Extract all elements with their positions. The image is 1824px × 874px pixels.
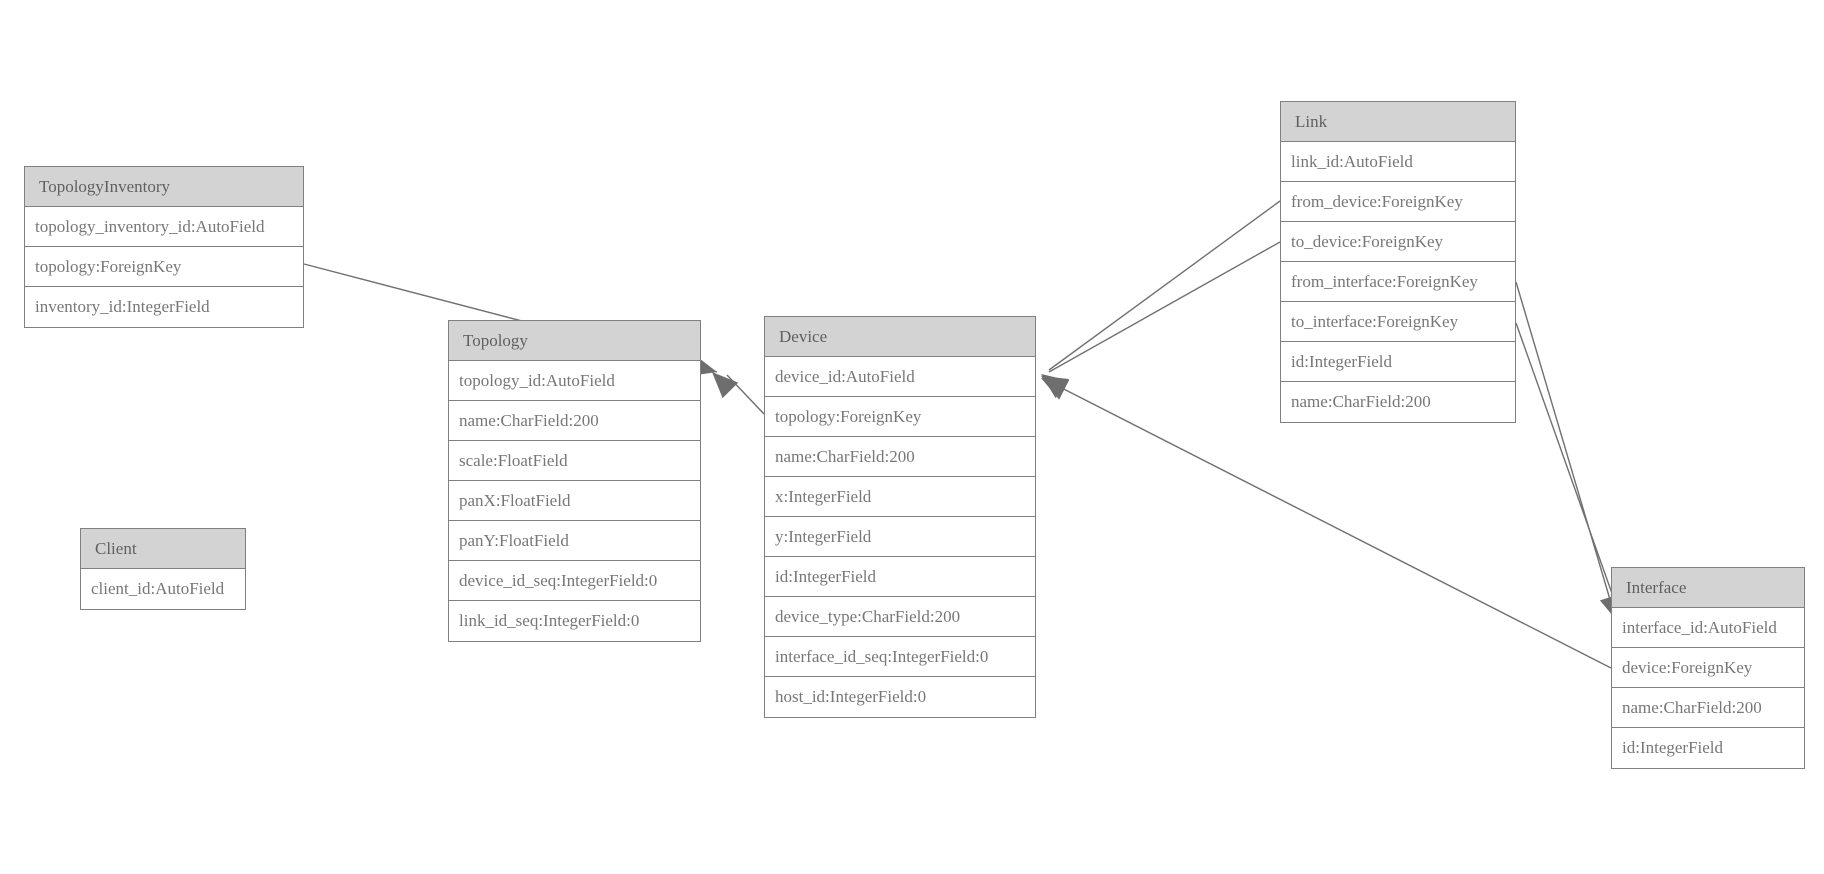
field-row[interactable]: host_id:IntegerField:0: [775, 687, 927, 706]
field-row[interactable]: panX:FloatField: [449, 481, 700, 521]
entity-client[interactable]: Client client_id:AutoField: [80, 528, 246, 610]
entity-title-client: Client: [81, 529, 245, 569]
relation-arrowhead: [1041, 378, 1070, 400]
entity-title-device: Device: [765, 317, 1035, 357]
relation-line: [726, 374, 765, 415]
field-row[interactable]: device_id_seq:IntegerField:0: [449, 561, 700, 601]
relation-link-from_device: [1041, 200, 1281, 399]
field-row[interactable]: device_id:AutoField: [765, 357, 1035, 397]
entity-title-topologyinventory: TopologyInventory: [25, 167, 303, 207]
field-row[interactable]: id:IntegerField: [765, 557, 1035, 597]
field-row[interactable]: topology_id:AutoField: [449, 361, 700, 401]
relation-arrowhead: [1041, 376, 1070, 399]
field-row[interactable]: panY:FloatField: [449, 521, 700, 561]
relation-arrowhead: [1041, 374, 1069, 399]
field-row[interactable]: x:IntegerField: [765, 477, 1035, 517]
field-row[interactable]: device:ForeignKey: [1612, 648, 1804, 688]
field-row[interactable]: interface_id_seq:IntegerField:0: [765, 637, 1035, 677]
relation-link-to_device: [1041, 241, 1281, 399]
field-row[interactable]: from_interface:ForeignKey: [1281, 262, 1515, 302]
field-row[interactable]: name:CharField:200: [1291, 392, 1431, 411]
field-row[interactable]: topology:ForeignKey: [765, 397, 1035, 437]
field-row[interactable]: name:CharField:200: [765, 437, 1035, 477]
field-row[interactable]: y:IntegerField: [765, 517, 1035, 557]
field-row[interactable]: name:CharField:200: [449, 401, 700, 441]
field-row[interactable]: link_id:AutoField: [1281, 142, 1515, 182]
field-row[interactable]: inventory_id:IntegerField: [35, 297, 210, 316]
field-row[interactable]: device_type:CharField:200: [765, 597, 1035, 637]
field-row[interactable]: from_device:ForeignKey: [1281, 182, 1515, 222]
field-row[interactable]: topology_inventory_id:AutoField: [25, 207, 303, 247]
field-row[interactable]: scale:FloatField: [449, 441, 700, 481]
entity-title-interface: Interface: [1612, 568, 1804, 608]
field-row[interactable]: id:IntegerField: [1622, 738, 1724, 757]
field-row[interactable]: to_device:ForeignKey: [1281, 222, 1515, 262]
field-row[interactable]: name:CharField:200: [1612, 688, 1804, 728]
field-row[interactable]: to_interface:ForeignKey: [1281, 302, 1515, 342]
entity-title-topology: Topology: [449, 321, 700, 361]
relation-line: [1048, 241, 1281, 373]
entity-title-link: Link: [1281, 102, 1515, 142]
field-row[interactable]: interface_id:AutoField: [1612, 608, 1804, 648]
entity-fields-client: client_id:AutoField: [81, 569, 245, 609]
relation-arrowhead: [712, 372, 739, 399]
relation-line: [1048, 200, 1281, 371]
relation-line: [1049, 381, 1612, 669]
field-row[interactable]: link_id_seq:IntegerField:0: [459, 611, 640, 630]
relation-line: [1515, 322, 1621, 617]
field-row[interactable]: client_id:AutoField: [91, 579, 225, 598]
field-row[interactable]: topology:ForeignKey: [25, 247, 303, 287]
relation-device-topology: [712, 372, 765, 415]
relation-line: [1515, 281, 1615, 614]
field-row[interactable]: id:IntegerField: [1281, 342, 1515, 382]
